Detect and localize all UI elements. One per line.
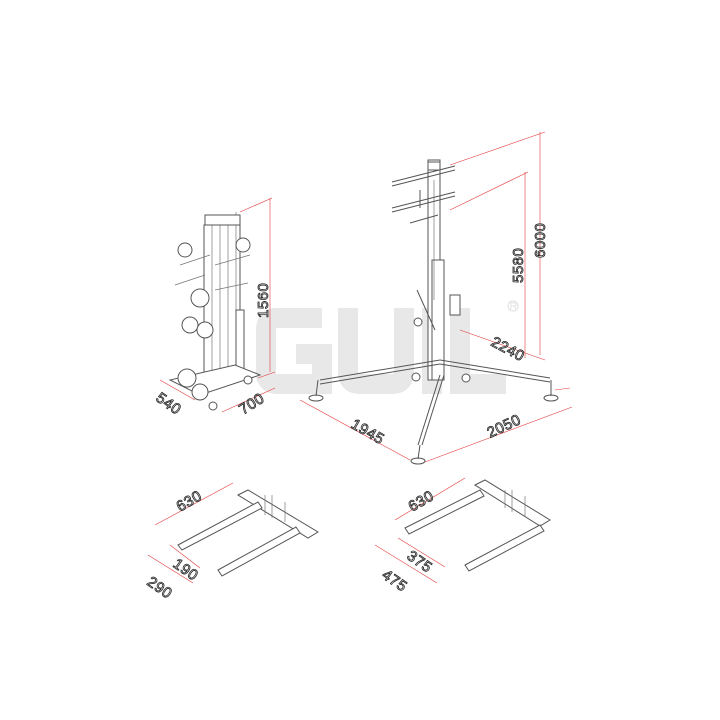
folded-lift-drawing — [168, 212, 262, 411]
dim-folded-height: 1560 — [255, 283, 272, 318]
dim-folded-width: 700 — [236, 390, 268, 418]
dim-leg-span-front: 1945 — [348, 416, 387, 448]
dim-folded-depth: 540 — [153, 389, 184, 418]
dim-leg-span-side: 2240 — [488, 334, 527, 366]
dim-fork-height: 5580 — [510, 248, 527, 283]
short-forks-drawing — [177, 489, 319, 577]
short-forks-dimensions — [147, 482, 234, 584]
long-forks-drawing — [404, 479, 551, 572]
long-forks-dimensions — [374, 477, 466, 584]
guil-watermark-logo — [256, 300, 519, 394]
dim-long-fork-length: 630 — [406, 487, 437, 515]
folded-lift-dimensions — [159, 197, 276, 413]
dim-leg-span-back: 2050 — [485, 411, 524, 441]
dim-max-height: 6000 — [532, 223, 549, 258]
dim-long-fork-inner: 375 — [404, 547, 435, 576]
dim-long-fork-outer: 475 — [379, 566, 410, 595]
dim-short-fork-length: 630 — [174, 487, 205, 515]
deployed-lift-drawing — [308, 159, 559, 465]
dim-short-fork-outer: 290 — [144, 573, 175, 602]
dim-short-fork-inner: 190 — [170, 555, 201, 584]
deployed-lift-dimensions — [299, 131, 573, 463]
